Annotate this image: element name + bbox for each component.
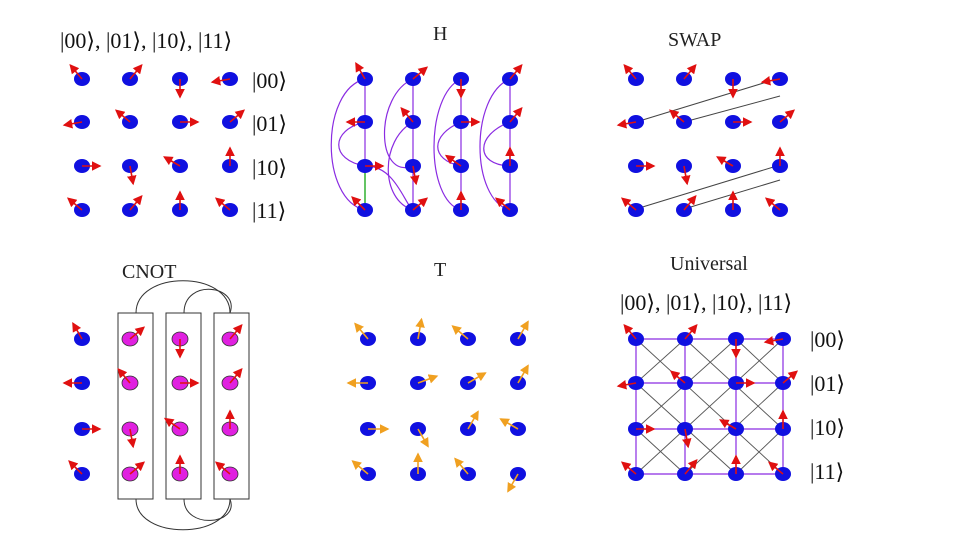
- h-spin-arrow-3-0: [351, 196, 366, 211]
- swap-spin-arrow-1-0: [616, 119, 637, 129]
- t-spin-arrow-0-0: [354, 322, 369, 340]
- h-spin-arrow-0-1: [412, 66, 429, 80]
- universal-spin-arrow-2-1: [682, 428, 692, 449]
- t-spin-arrow-3-2: [454, 457, 469, 475]
- t-title: T: [434, 259, 446, 281]
- cnot-spin-arrow-0-1: [129, 326, 146, 340]
- t-spin-arrow-1-2: [467, 372, 487, 384]
- t-spin-arrow-2-1: [417, 428, 429, 448]
- universal-row-label-01: |01⟩: [810, 371, 845, 396]
- universal-row-label-11: |11⟩: [810, 459, 844, 484]
- swap-spin-arrow-3-1: [683, 194, 697, 211]
- universal-spin-arrow-1-3: [782, 370, 799, 384]
- universal-spin-arrow-0-0: [623, 323, 637, 340]
- basis-spin-arrow-0-3: [210, 76, 231, 86]
- h-spin-arrow-2-1: [410, 165, 420, 186]
- h-spin-arrow-1-1: [400, 106, 414, 123]
- basis-row-label-01: |01⟩: [252, 111, 287, 136]
- basis-spin-arrow-2-1: [127, 165, 137, 186]
- basis-spin-arrow-0-1: [129, 63, 143, 80]
- swap-links: [635, 77, 781, 210]
- cnot-spin-arrow-1-1: [117, 367, 131, 384]
- cnot-boxes: [117, 280, 250, 531]
- t-spin-arrow-1-3: [517, 364, 529, 384]
- basis-spin-arrow-1-3: [229, 109, 246, 123]
- universal-row-label-10: |10⟩: [810, 415, 845, 440]
- t-spin-arrow-3-0: [351, 460, 369, 475]
- universal-header: |00⟩, |01⟩, |10⟩, |11⟩: [620, 290, 792, 315]
- basis-spin-arrow-3-1: [129, 194, 143, 211]
- basis-spin-arrow-3-0: [66, 197, 83, 211]
- universal-spin-arrow-1-0: [616, 380, 637, 390]
- swap-spin-arrow-2-1: [681, 165, 691, 186]
- t-spin-arrow-0-1: [415, 317, 425, 340]
- universal-spin-arrow-3-1: [684, 458, 698, 475]
- swap-spin-arrow-0-3: [760, 76, 781, 86]
- cnot-spin-arrow-2-1: [127, 428, 137, 449]
- swap-title: SWAP: [668, 29, 721, 51]
- h-spin-arrow-0-3: [509, 63, 523, 80]
- cnot-spin-arrow-3-3: [214, 461, 231, 475]
- swap-spin-arrow-1-3: [779, 109, 796, 123]
- universal-spin-arrow-2-2: [719, 419, 737, 430]
- cnot-spin-arrow-3-1: [129, 461, 146, 475]
- swap-spin-arrow-0-1: [683, 63, 697, 80]
- basis-header: |00⟩, |01⟩, |10⟩, |11⟩: [60, 28, 232, 53]
- nodes-layer: [62, 62, 799, 493]
- t-spin-arrow-3-3: [507, 473, 519, 493]
- basis-spin-arrow-2-2: [163, 156, 181, 167]
- cnot-spin-arrow-0-0: [72, 322, 83, 340]
- universal-row-label-00: |00⟩: [810, 327, 845, 352]
- universal-grid: [635, 338, 784, 475]
- h-spin-arrow-2-2: [444, 154, 462, 167]
- universal-spin-arrow-3-3: [767, 461, 784, 475]
- h-spin-arrow-3-1: [412, 197, 429, 211]
- basis-row-label-10: |10⟩: [252, 155, 287, 180]
- basis-row-label-00: |00⟩: [252, 68, 287, 93]
- basis-spin-arrow-3-3: [214, 197, 231, 211]
- h-couplings: [330, 78, 511, 211]
- universal-title: Universal: [670, 253, 748, 275]
- basis-spin-arrow-1-1: [114, 109, 131, 123]
- cnot-spin-arrow-1-3: [229, 367, 243, 384]
- universal-diagonals: [635, 338, 784, 475]
- cnot-spin-arrow-2-2: [163, 417, 181, 430]
- universal-spin-arrow-0-3: [763, 336, 784, 346]
- basis-row-label-11: |11⟩: [252, 198, 286, 223]
- h-spin-arrow-0-0: [355, 62, 366, 80]
- t-spin-arrow-0-2: [451, 325, 469, 340]
- h-title: H: [433, 23, 447, 45]
- basis-spin-arrow-1-0: [62, 119, 83, 129]
- universal-spin-arrow-1-1: [669, 370, 686, 384]
- text-layer: |00⟩, |01⟩, |10⟩, |11⟩ |00⟩ |01⟩ |10⟩ |1…: [60, 23, 845, 484]
- cnot-spin-arrow-3-0: [68, 460, 83, 475]
- cnot-title: CNOT: [122, 261, 176, 283]
- swap-spin-arrow-0-0: [623, 63, 637, 80]
- swap-spin-arrow-3-3: [764, 197, 781, 211]
- cnot-spin-arrow-0-3: [229, 323, 243, 340]
- t-spin-arrow-2-3: [499, 418, 519, 430]
- h-spin-arrow-3-3: [494, 197, 511, 211]
- t-spin-arrow-0-3: [517, 320, 529, 340]
- basis-spin-arrow-0-0: [69, 63, 83, 80]
- swap-spin-arrow-1-1: [668, 109, 685, 123]
- universal-spin-arrow-0-1: [684, 323, 698, 340]
- t-spin-arrow-2-2: [467, 410, 479, 430]
- universal-spin-arrow-3-0: [620, 461, 637, 475]
- h-spin-arrow-1-3: [509, 106, 523, 123]
- t-spin-arrow-1-1: [417, 374, 439, 384]
- swap-spin-arrow-2-2: [716, 156, 734, 167]
- swap-spin-arrow-3-0: [620, 197, 637, 211]
